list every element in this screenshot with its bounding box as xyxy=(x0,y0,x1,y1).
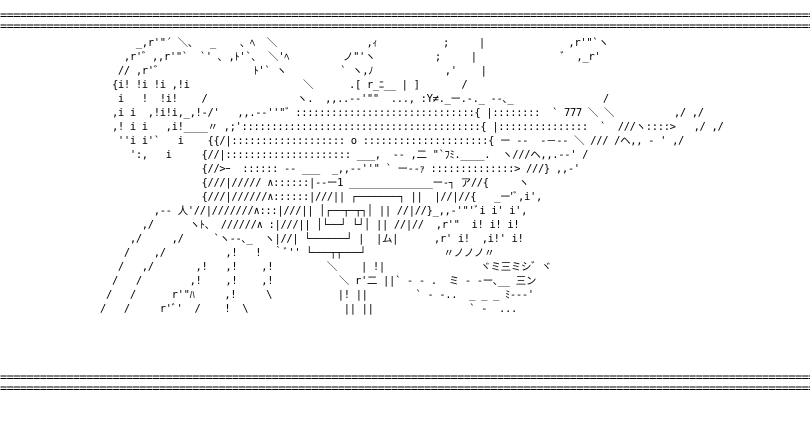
art-line: {i! !i !i ,!i ＼ .[ r_ﾆ__ | ] / xyxy=(100,79,468,91)
art-line: i ! !i! / ヽ. ,,..-‐'"" ..., :Y≠._ー.-._ -… xyxy=(100,93,609,105)
art-line: ,-‐ 人'//|///////∧:::|///|| │┌──┬─┬┐│ || … xyxy=(100,205,528,217)
ascii-art-area: _,r'"´ ＼、 _ 、ﾍ ＼ ,ｨ ; | ,r'"`ヽ ,r'゛,,r'"… xyxy=(0,36,810,366)
top-border-line-2: ========================================… xyxy=(0,21,810,32)
art-line: _,r'"´ ＼、 _ 、ﾍ ＼ ,ｨ ; | ,r'"`ヽ xyxy=(100,37,609,49)
art-line: {//>ｰ :::::: ‐‐ ___ _,,-‐''" ` ー--ｧ ::::… xyxy=(100,163,581,175)
top-border: ========================================… xyxy=(0,10,810,32)
art-line: {///|///// ∧::::::|‐‐ー1 ______________ー-… xyxy=(100,177,530,189)
art-line: ,! i i ,i!____〃 ,;':::::::::::::::::::::… xyxy=(100,121,724,133)
bottom-border: ========================================… xyxy=(0,372,810,394)
top-border-line-1: ========================================… xyxy=(0,10,810,21)
art-line: ,i i ,!i!i,_,!‐/' ,,.-‐''"゛:::::::::::::… xyxy=(100,107,704,119)
art-line: ''i i'` i {{/|::::::::::::::::::: o ::::… xyxy=(100,135,685,147)
art-line: ,/ ヽﾄ、 //////∧ :|///|| │└──┘ └┘│ || //|/… xyxy=(100,219,520,231)
art-line: / / ,! ,! ,! ＼ r'二 ||` ‐ ‐ . ミ ‐ -ー､__ 三… xyxy=(100,275,537,287)
art-line: / / r'ﾞ' / ! \ || || ` ‐ ... xyxy=(100,303,517,315)
bottom-border-line-2: ========================================… xyxy=(0,383,810,394)
art-line: / ,/ ,! ! ｀ﾞ'' └───┬┬───┘ 〃ノノノ〃 xyxy=(100,247,495,259)
art-line: / ,/ ,! ,! ,! ＼ | !| ヾミ三ミシ゛ヾ xyxy=(100,261,552,273)
art-line: ,/ ,/ `ヽ-‐､_ ヽ|//| └──────┘ | |ム| ,r' i!… xyxy=(100,233,524,245)
art-line: {///|//////∧::::::|///|| ┌───────┐ || |/… xyxy=(100,191,543,203)
art-line: // ,r'゛ ﾄ'` ヽ ` ヽ,ﾉ ,' | xyxy=(100,65,487,77)
bottom-border-line-1: ========================================… xyxy=(0,372,810,383)
art-line: ':, i {//|::::::::::::::::::::: ___, ‐‐ … xyxy=(100,149,589,161)
ascii-art: _,r'"´ ＼、 _ 、ﾍ ＼ ,ｨ ; | ,r'"`ヽ ,r'゛,,r'"… xyxy=(0,36,810,316)
art-line: ,r'゛,,r'"` `' ､ ,ﾄ'`､ ＼'ﾍ ノ"'ヽ ; | ゛ ,_r… xyxy=(100,51,601,63)
art-line: / / r'"ﾊ ,! \ |! || ` ‐ -.. _ _ _ ﾐ‐‐‐' xyxy=(100,289,534,301)
